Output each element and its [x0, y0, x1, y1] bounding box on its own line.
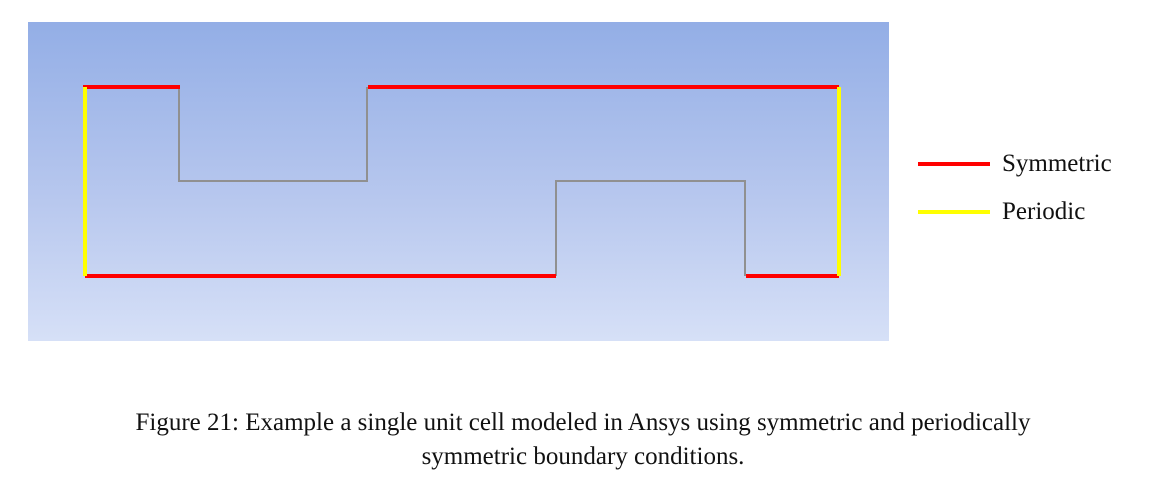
legend-label-periodic: Periodic	[1002, 198, 1086, 225]
legend-item-symmetric: Symmetric	[918, 140, 1158, 188]
legend-swatch-symmetric	[918, 162, 990, 166]
figure-caption: Figure 21: Example a single unit cell mo…	[20, 406, 1146, 474]
caption-line-2: symmetric boundary conditions.	[421, 443, 745, 470]
legend-item-periodic: Periodic	[918, 188, 1158, 236]
legend: Symmetric Periodic	[918, 140, 1158, 236]
ansys-viewport	[28, 22, 889, 341]
legend-swatch-periodic	[918, 210, 990, 214]
notch-right-outline	[555, 180, 746, 276]
legend-label-symmetric: Symmetric	[1002, 150, 1112, 177]
unit-cell-geometry	[83, 85, 841, 278]
notch-left-outline	[178, 87, 368, 182]
caption-line-1: Figure 21: Example a single unit cell mo…	[135, 409, 1031, 436]
